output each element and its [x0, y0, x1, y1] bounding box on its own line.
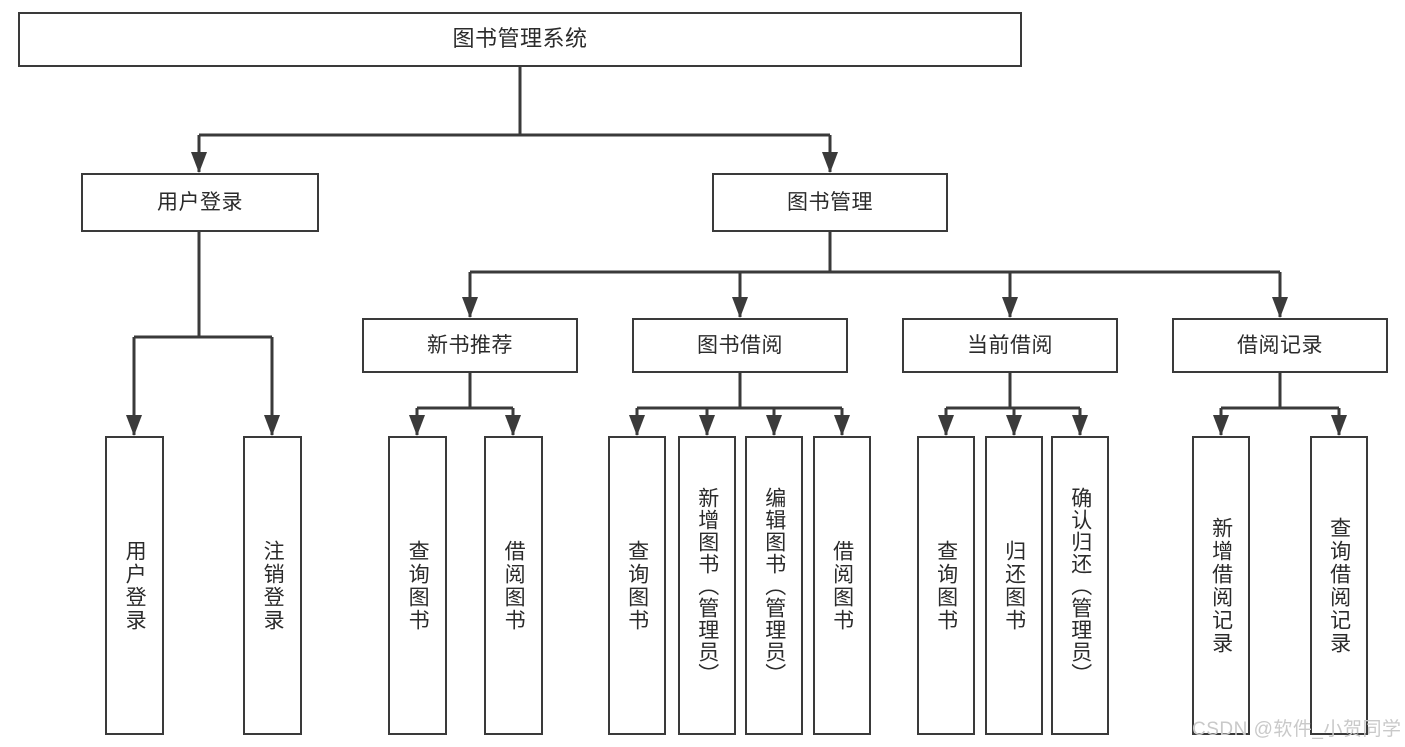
node-borrow-record: 借阅记录 [1172, 318, 1388, 373]
arrow-head-borrow-record-1 [1331, 415, 1347, 436]
node-label: 当前借阅 [967, 333, 1053, 357]
node-label: 图书管理 [787, 190, 873, 214]
arrow-head-user-login-0 [126, 415, 142, 436]
node-leaf-add-book: 新增图书（管理员） [678, 436, 736, 735]
arrow-head-book-manage-3 [1272, 297, 1288, 318]
arrow-head-book-manage-2 [1002, 297, 1018, 318]
node-leaf-user-login: 用户登录 [105, 436, 164, 735]
node-label: 确认归还（管理员） [1068, 486, 1092, 685]
arrow-head-root-0 [191, 152, 207, 173]
node-leaf-query-book-2: 查询图书 [608, 436, 666, 735]
node-leaf-borrow-book-1: 借阅图书 [484, 436, 543, 735]
node-root: 图书管理系统 [18, 12, 1022, 67]
node-label: 借阅记录 [1237, 333, 1323, 357]
node-label: 图书管理系统 [452, 26, 588, 52]
arrow-head-current-borrow-1 [1006, 415, 1022, 436]
node-current-borrow: 当前借阅 [902, 318, 1118, 373]
node-label: 借阅图书 [502, 539, 526, 632]
node-leaf-borrow-book-2: 借阅图书 [813, 436, 871, 735]
node-label: 编辑图书（管理员） [762, 486, 786, 685]
arrow-head-user-login-1 [264, 415, 280, 436]
node-label: 查询图书 [406, 539, 430, 632]
node-leaf-add-record: 新增借阅记录 [1192, 436, 1250, 735]
node-label: 注销登录 [261, 539, 285, 632]
node-leaf-confirm-return: 确认归还（管理员） [1051, 436, 1109, 735]
node-label: 归还图书 [1002, 539, 1026, 632]
node-label: 新书推荐 [427, 333, 513, 357]
arrow-head-root-1 [822, 152, 838, 173]
node-new-book-rec: 新书推荐 [362, 318, 578, 373]
node-user-login: 用户登录 [81, 173, 319, 232]
arrow-head-book-manage-1 [732, 297, 748, 318]
node-leaf-query-book-1: 查询图书 [388, 436, 447, 735]
node-label: 用户登录 [123, 539, 147, 632]
node-leaf-logout: 注销登录 [243, 436, 302, 735]
node-leaf-return-book: 归还图书 [985, 436, 1043, 735]
node-leaf-query-book-3: 查询图书 [917, 436, 975, 735]
arrow-head-current-borrow-0 [938, 415, 954, 436]
arrow-head-borrow-record-0 [1213, 415, 1229, 436]
node-label: 用户登录 [157, 190, 243, 214]
arrow-head-book-borrow-0 [629, 415, 645, 436]
node-leaf-query-record: 查询借阅记录 [1310, 436, 1368, 735]
arrow-head-book-borrow-1 [699, 415, 715, 436]
arrow-head-book-borrow-3 [834, 415, 850, 436]
arrow-head-book-manage-0 [462, 297, 478, 318]
node-label: 借阅图书 [830, 539, 854, 632]
node-label: 查询图书 [934, 539, 958, 632]
node-label: 新增图书（管理员） [695, 486, 719, 685]
node-label: 新增借阅记录 [1209, 516, 1233, 655]
node-label: 查询借阅记录 [1327, 516, 1351, 655]
node-book-borrow: 图书借阅 [632, 318, 848, 373]
node-label: 查询图书 [625, 539, 649, 632]
arrow-head-new-book-rec-0 [409, 415, 425, 436]
arrow-head-current-borrow-2 [1072, 415, 1088, 436]
node-leaf-edit-book: 编辑图书（管理员） [745, 436, 803, 735]
node-book-manage: 图书管理 [712, 173, 948, 232]
node-label: 图书借阅 [697, 333, 783, 357]
arrow-head-new-book-rec-1 [505, 415, 521, 436]
arrow-head-book-borrow-2 [766, 415, 782, 436]
